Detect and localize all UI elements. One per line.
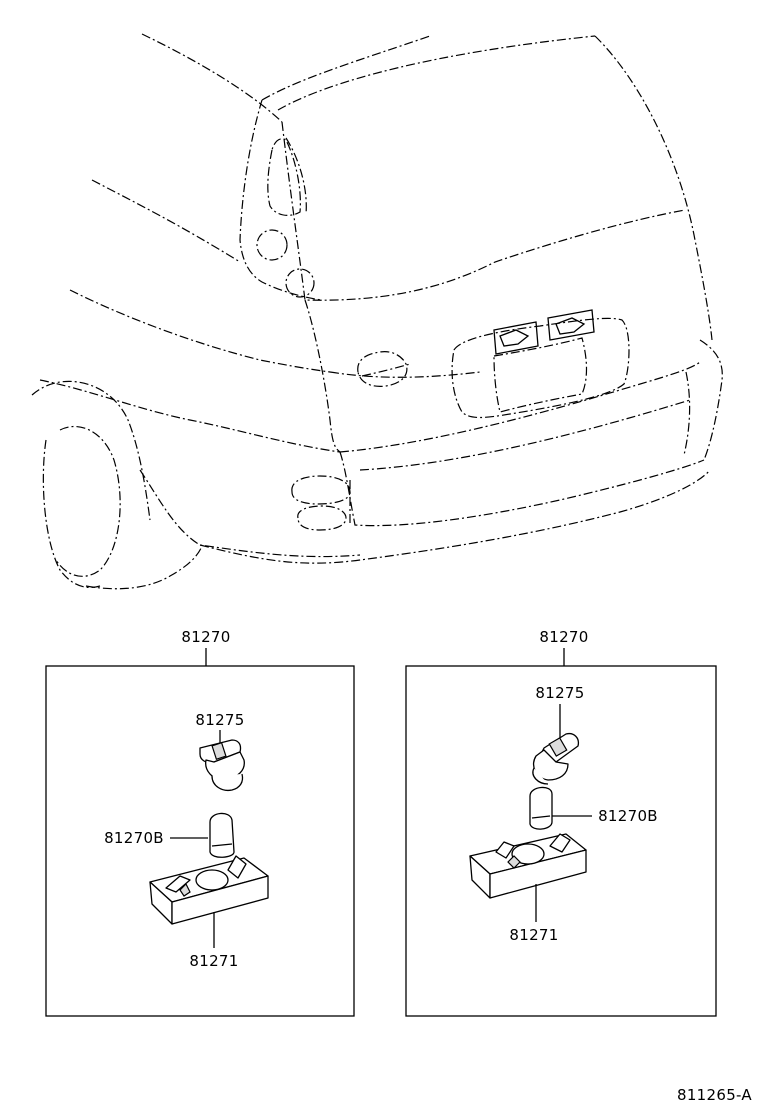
right-parts-panel: 81270 81275 81270B 81271 [405, 628, 717, 1017]
left-lamp-housing [149, 855, 269, 925]
left-socket-number: 81275 [195, 711, 244, 729]
right-socket-number: 81275 [535, 684, 584, 702]
right-lamp-housing [469, 833, 587, 899]
right-housing-number: 81271 [509, 926, 558, 944]
left-bulb-socket [199, 739, 245, 792]
left-assembly-number: 81270 [181, 628, 230, 646]
vehicle-rear-illustration [31, 33, 723, 590]
left-bulb-number: 81270B [104, 829, 164, 847]
right-wedge-bulb [529, 786, 553, 830]
diagram-code: 811265-A [677, 1086, 752, 1104]
right-panel-frame [405, 665, 717, 1017]
right-assembly-number: 81270 [539, 628, 588, 646]
left-wedge-bulb [209, 812, 235, 858]
right-bulb-number: 81270B [598, 807, 658, 825]
left-parts-panel: 81270 81275 81270B 81271 [45, 628, 355, 1017]
left-panel-frame [45, 665, 355, 1017]
left-housing-number: 81271 [189, 952, 238, 970]
right-bulb-socket [532, 732, 580, 785]
